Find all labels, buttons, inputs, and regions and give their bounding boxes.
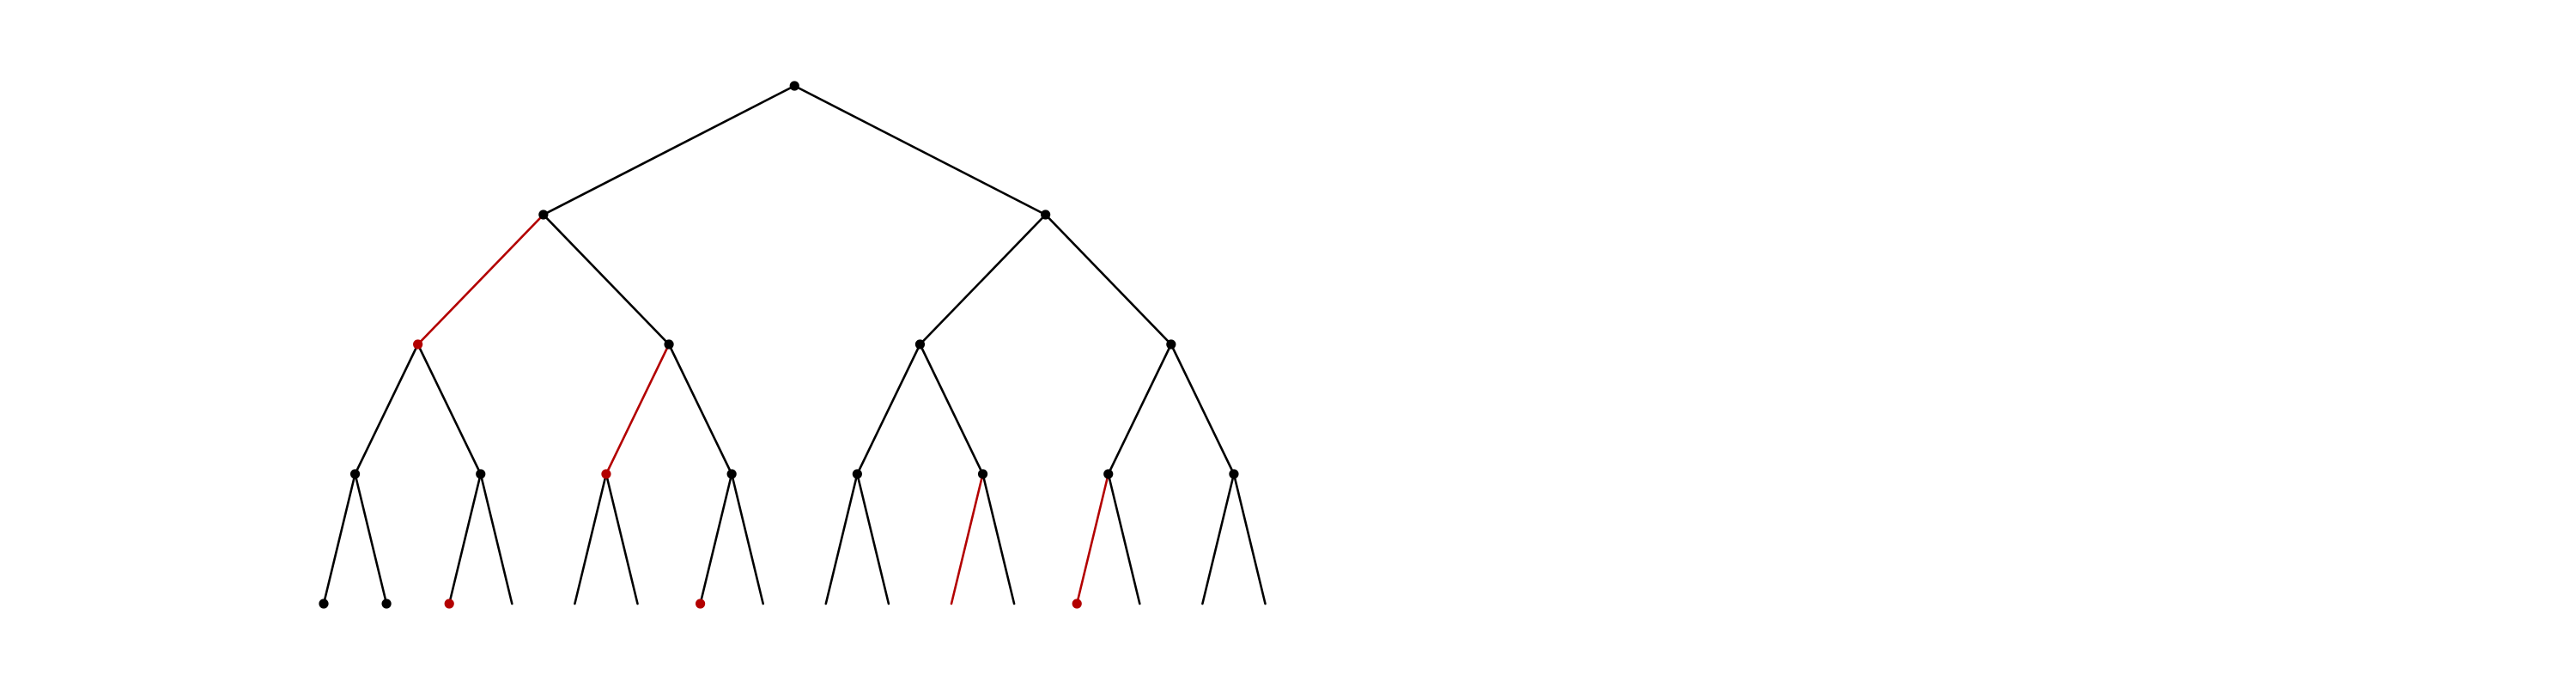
tree-edge-lrrl xyxy=(699,472,733,605)
tree-node-rrr xyxy=(1229,469,1239,479)
tree-edge-lrr xyxy=(667,343,733,476)
tree-edge-rl xyxy=(919,213,1047,346)
tree-edge-llrl xyxy=(447,472,483,605)
tree-edge-l xyxy=(542,84,796,216)
tree-node-rl xyxy=(914,339,926,350)
tree-edge-rllr xyxy=(856,472,890,605)
tree-node-rlr xyxy=(977,469,988,479)
tree-edge-lr xyxy=(542,213,671,346)
tree-edge-rlrr xyxy=(981,472,1016,605)
tree-edge-rrl xyxy=(1107,343,1173,476)
edges-layer xyxy=(322,84,1267,605)
tree-edge-rrrl xyxy=(1201,472,1236,605)
tree-edge-lrlr xyxy=(605,472,639,605)
tree-leaf-lllr xyxy=(381,599,392,609)
tree-edge-ll-highlighted xyxy=(416,213,545,346)
tree-leaf-lrrl xyxy=(696,599,706,609)
tree-leaf-llrl xyxy=(444,599,454,609)
tree-edge-rll xyxy=(856,343,921,476)
tree-edge-llrr xyxy=(479,472,513,605)
tree-node-root xyxy=(789,81,799,91)
tree-edge-rrr xyxy=(1170,343,1236,476)
tree-node-llr xyxy=(476,469,486,479)
tree-edge-lll xyxy=(354,343,419,476)
tree-edge-lrl-highlighted xyxy=(605,343,671,476)
tree-node-l xyxy=(538,210,549,220)
tree-node-lll xyxy=(349,469,361,479)
tree-node-rr xyxy=(1166,339,1176,350)
tree-node-lrr xyxy=(726,469,737,479)
tree-edge-llll xyxy=(322,472,356,605)
tree-edge-r xyxy=(793,84,1047,216)
tree-node-r xyxy=(1041,210,1051,220)
tree-edge-llr xyxy=(416,343,483,476)
tree-edge-rrlr xyxy=(1107,472,1141,605)
tree-node-rrl xyxy=(1103,469,1114,479)
tree-edge-rlr xyxy=(919,343,984,476)
tree-edge-rrll-highlighted xyxy=(1075,472,1110,605)
tree-leaf-llll xyxy=(319,599,329,609)
tree-edge-rlrl-highlighted xyxy=(950,472,984,605)
tree-edge-lrll xyxy=(574,472,608,605)
tree-edge-rlll xyxy=(824,472,859,605)
tree-edge-lllr xyxy=(354,472,388,605)
tree-node-rll xyxy=(852,469,862,479)
tree-edge-rrrr xyxy=(1232,472,1267,605)
tree-edge-lrrr xyxy=(730,472,765,605)
tree-edge-rr xyxy=(1044,213,1173,346)
tree-leaf-rrll xyxy=(1072,599,1082,609)
tree-node-ll xyxy=(413,339,423,350)
nodes-layer xyxy=(319,81,1239,609)
tree-node-lr xyxy=(664,339,674,350)
tree-node-lrl xyxy=(601,469,611,479)
